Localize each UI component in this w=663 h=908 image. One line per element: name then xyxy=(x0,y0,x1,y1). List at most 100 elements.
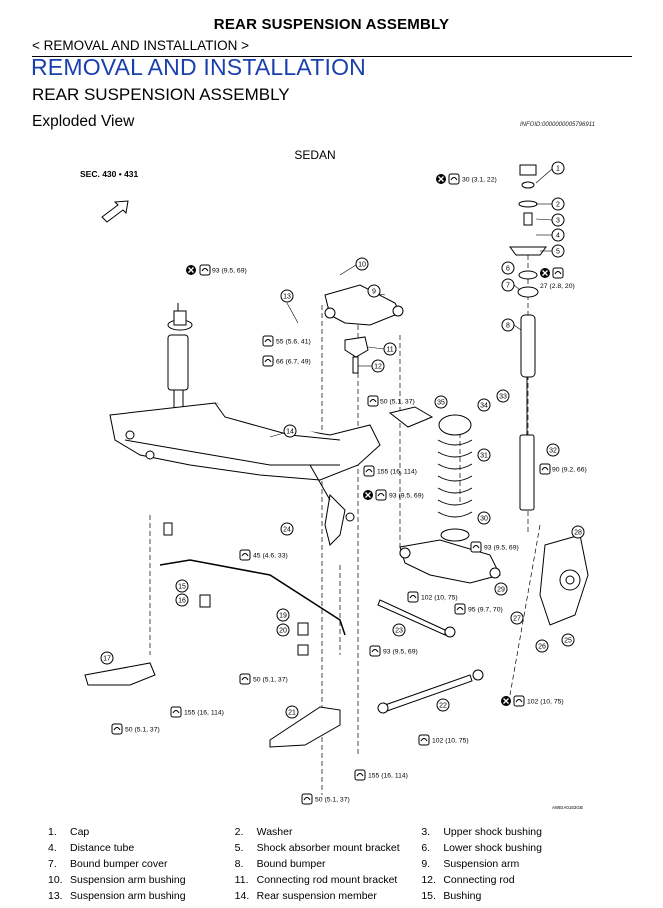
svg-text:66 (6.7, 49): 66 (6.7, 49) xyxy=(276,359,311,366)
callout-15: 15 xyxy=(175,579,189,593)
svg-text:93 (9.5, 69): 93 (9.5, 69) xyxy=(484,545,519,552)
legend-row: 4.Distance tube 5.Shock absorber mount b… xyxy=(48,842,608,858)
rear-suspension-member xyxy=(109,402,381,546)
svg-text:50 (5.1, 37): 50 (5.1, 37) xyxy=(315,797,350,804)
legend-item: 6.Lower shock bushing xyxy=(421,842,608,858)
svg-text:27: 27 xyxy=(513,616,521,623)
callout-33: 33 xyxy=(496,389,510,403)
svg-text:21: 21 xyxy=(288,710,296,717)
torque-t155b: 155 (16, 114) xyxy=(170,706,224,718)
callout-35: 35 xyxy=(434,395,448,409)
torque-t66: 66 (6.7, 49) xyxy=(262,355,311,367)
legend-item: 3. Upper shock bushing xyxy=(421,826,608,842)
callout-31: 31 xyxy=(477,448,491,462)
exploded-view-diagram: SEDAN SEC. 430 • 431 xyxy=(80,148,589,810)
torque-t93c: 93 (9.5, 69) xyxy=(470,541,519,553)
torque-t95: 95 (9.7, 70) xyxy=(454,603,503,615)
svg-text:45 (4.6, 33): 45 (4.6, 33) xyxy=(253,553,288,560)
coil-spring xyxy=(437,414,473,542)
svg-text:19: 19 xyxy=(279,613,287,620)
torque-t45: 45 (4.6, 33) xyxy=(239,549,288,561)
torque-t93d: 93 (9.5, 69) xyxy=(369,645,418,657)
torque-labels: 30 (3.1, 22) 27 (2.8, 20) 93 (9.5, 69) 5… xyxy=(111,173,587,805)
legend-label: Suspension arm bushing xyxy=(70,874,186,886)
page-header-title: REAR SUSPENSION ASSEMBLY xyxy=(213,16,450,33)
legend-item: 14.Rear suspension member xyxy=(235,890,422,906)
callouts: 1 2 3 4 5 6 7 8 9 10 11 12 13 14 15 16 1… xyxy=(100,161,585,719)
callout-30: 30 xyxy=(477,511,491,525)
torque-t102c: 102 (10, 75) xyxy=(418,734,469,746)
svg-text:55 (5.6, 41): 55 (5.6, 41) xyxy=(276,339,311,346)
stabilizer-bar xyxy=(159,559,346,636)
svg-text:30: 30 xyxy=(480,516,488,523)
callout-24: 24 xyxy=(280,522,294,536)
legend-number: 6. xyxy=(421,842,431,854)
legend-label: Shock absorber mount bracket xyxy=(256,842,400,854)
legend-number: 5. xyxy=(234,842,244,854)
callout-29: 29 xyxy=(494,582,508,596)
legend-row: 13. Suspension arm bushing 14.Rear suspen… xyxy=(48,890,608,906)
torque-t102a: 102 (10, 75) xyxy=(407,591,458,603)
svg-text:31: 31 xyxy=(480,453,488,460)
legend-number: 3. xyxy=(421,826,431,838)
legend-item: 11.Connecting rod mount bracket xyxy=(235,874,422,890)
callout-23: 23 xyxy=(392,623,406,637)
svg-text:12: 12 xyxy=(374,364,382,371)
torque-t155a: 155 (16, 114) xyxy=(363,465,417,477)
svg-text:95 (9.7, 70): 95 (9.7, 70) xyxy=(468,607,503,614)
svg-text:20: 20 xyxy=(279,628,287,635)
svg-text:50 (5.1, 37): 50 (5.1, 37) xyxy=(380,399,415,406)
callout-22: 22 xyxy=(436,698,450,712)
callout-19: 19 xyxy=(276,608,290,622)
torque-t93a: 93 (9.5, 69) xyxy=(185,264,247,276)
callout-3: 3 xyxy=(535,213,565,227)
legend-number: 9. xyxy=(421,858,431,870)
suspension-rods xyxy=(377,599,484,714)
callout-9: 9 xyxy=(367,284,386,298)
callout-28: 28 xyxy=(571,525,585,539)
legend-label: Connecting rod xyxy=(443,874,515,886)
legend-number: 13. xyxy=(48,890,63,902)
breadcrumb[interactable]: < REMOVAL AND INSTALLATION > xyxy=(32,38,250,53)
svg-text:25: 25 xyxy=(564,638,572,645)
svg-text:33: 33 xyxy=(499,394,507,401)
callout-2: 2 xyxy=(536,197,565,211)
legend-label: Suspension arm xyxy=(443,858,520,870)
torque-t93b: 93 (9.5, 69) xyxy=(362,489,424,501)
svg-text:93 (9.5, 69): 93 (9.5, 69) xyxy=(389,493,424,500)
callout-21: 21 xyxy=(285,705,299,719)
svg-text:7: 7 xyxy=(506,283,510,290)
legend-item: 7.Bound bumper cover xyxy=(48,858,235,874)
svg-text:13: 13 xyxy=(283,294,291,301)
callout-6: 6 xyxy=(501,261,515,275)
callout-7: 7 xyxy=(501,278,521,292)
svg-text:17: 17 xyxy=(103,656,111,663)
callout-12: 12 xyxy=(358,359,385,373)
bracket-21 xyxy=(269,706,341,748)
svg-text:11: 11 xyxy=(386,347,393,354)
legend-label: Bushing xyxy=(443,890,482,902)
section-title: REMOVAL AND INSTALLATION xyxy=(31,54,366,80)
svg-text:155 (16, 114): 155 (16, 114) xyxy=(184,710,224,717)
legend-item: 10. Suspension arm bushing xyxy=(48,874,235,890)
connecting-rod-mount-bracket xyxy=(344,336,369,374)
sec-label: SEC. 430 • 431 xyxy=(80,169,139,179)
legend-row: 1.Cap 2.Washer 3.Upper shock bushing xyxy=(48,826,608,842)
legend-label: Washer xyxy=(256,826,293,838)
legend-number: 4. xyxy=(48,842,57,854)
legend-row: 7.Bound bumper cover 8.Bound bumper 9.Su… xyxy=(48,858,608,874)
legend-label: Rear suspension member xyxy=(256,890,377,902)
callout-34: 34 xyxy=(477,398,491,412)
legend-label: Upper shock bushing xyxy=(443,826,542,838)
legend-label: Cap xyxy=(70,826,90,838)
torque-t90: 90 (9.2, 66) xyxy=(539,463,587,475)
torque-t27: 27 (2.8, 20) xyxy=(539,267,575,290)
legend-number: 10. xyxy=(48,874,63,886)
svg-text:34: 34 xyxy=(480,403,488,410)
legend-label: Suspension arm bushing xyxy=(70,890,186,902)
svg-text:29: 29 xyxy=(497,587,505,594)
legend-number: 1. xyxy=(48,826,57,838)
legend-number: 12. xyxy=(421,874,436,886)
legend-label: Bound bumper xyxy=(256,858,326,870)
svg-text:15: 15 xyxy=(178,584,186,591)
